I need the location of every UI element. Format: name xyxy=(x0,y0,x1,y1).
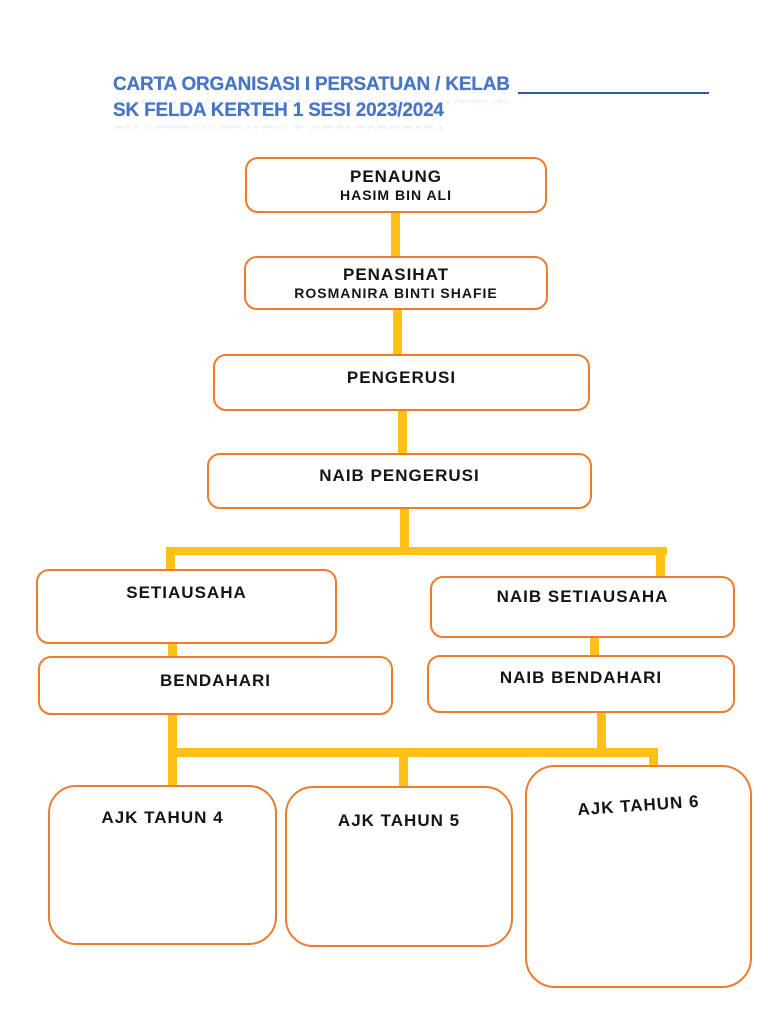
org-node-ajk-tahun-5: AJK TAHUN 5 xyxy=(285,786,513,947)
connector-penasihat-pengerusi xyxy=(393,308,402,356)
org-node-setiausaha: SETIAUSAHA xyxy=(36,569,337,644)
org-node-penasihat: PENASIHAT ROSMANIRA BINTI SHAFIE xyxy=(244,256,548,310)
connector-penaung-penasihat xyxy=(391,211,400,258)
connector-naib-bendahari-branch xyxy=(597,711,606,757)
org-node-naib-bendahari: NAIB BENDAHARI xyxy=(427,655,735,713)
connector-drop-setiausaha xyxy=(166,547,175,572)
connector-drop-ajk6 xyxy=(649,748,658,768)
org-node-ajk-tahun-6: AJK TAHUN 6 xyxy=(525,765,752,988)
connector-pengerusi-naib-pengerusi xyxy=(398,409,407,455)
org-node-naib-pengerusi: NAIB PENGERUSI xyxy=(207,453,592,509)
node-title: AJK TAHUN 5 xyxy=(337,811,461,830)
node-title: AJK TAHUN 4 xyxy=(101,808,224,827)
connector-branch-horizontal-2 xyxy=(168,748,658,757)
org-node-ajk-tahun-4: AJK TAHUN 4 xyxy=(48,785,277,945)
org-node-bendahari: BENDAHARI xyxy=(38,656,393,715)
org-node-pengerusi: PENGERUSI xyxy=(213,354,590,411)
page-title-row: CARTA ORGANISASI I PERSATUAN / KELAB xyxy=(113,74,709,96)
node-title: BENDAHARI xyxy=(160,671,271,690)
node-title: NAIB BENDAHARI xyxy=(499,668,663,687)
connector-naib-pengerusi-branch xyxy=(400,507,409,551)
node-person-name: ROSMANIRA BINTI SHAFIE xyxy=(294,285,498,301)
connector-drop-naib-setiausaha xyxy=(656,547,665,579)
org-node-naib-setiausaha: NAIB SETIAUSAHA xyxy=(430,576,735,638)
connector-branch-horizontal-1 xyxy=(166,547,667,555)
connector-naib-setiausaha-naib-bendahari xyxy=(590,634,599,657)
node-title: AJK TAHUN 6 xyxy=(576,791,701,820)
node-title: PENASIHAT xyxy=(343,265,449,284)
node-title: PENAUNG xyxy=(349,167,442,186)
connector-drop-ajk5 xyxy=(399,748,408,789)
node-title: SETIAUSAHA xyxy=(126,583,247,602)
node-title: NAIB SETIAUSAHA xyxy=(496,587,669,606)
page-title-line2-reflection: SK FELDA KERTEH 1 SESI 2023/2024 xyxy=(113,121,444,142)
page-title-line2: SK FELDA KERTEH 1 SESI 2023/2024 xyxy=(113,100,444,121)
title-blank-underline xyxy=(517,92,709,94)
node-title: PENGERUSI xyxy=(346,368,457,387)
org-node-penaung: PENAUNG HASIM BIN ALI xyxy=(245,157,547,213)
node-title: NAIB PENGERUSI xyxy=(319,466,480,485)
connector-setiausaha-bendahari xyxy=(168,640,177,658)
node-person-name: HASIM BIN ALI xyxy=(339,187,453,203)
page-title-line1: CARTA ORGANISASI I PERSATUAN / KELAB xyxy=(113,74,510,95)
